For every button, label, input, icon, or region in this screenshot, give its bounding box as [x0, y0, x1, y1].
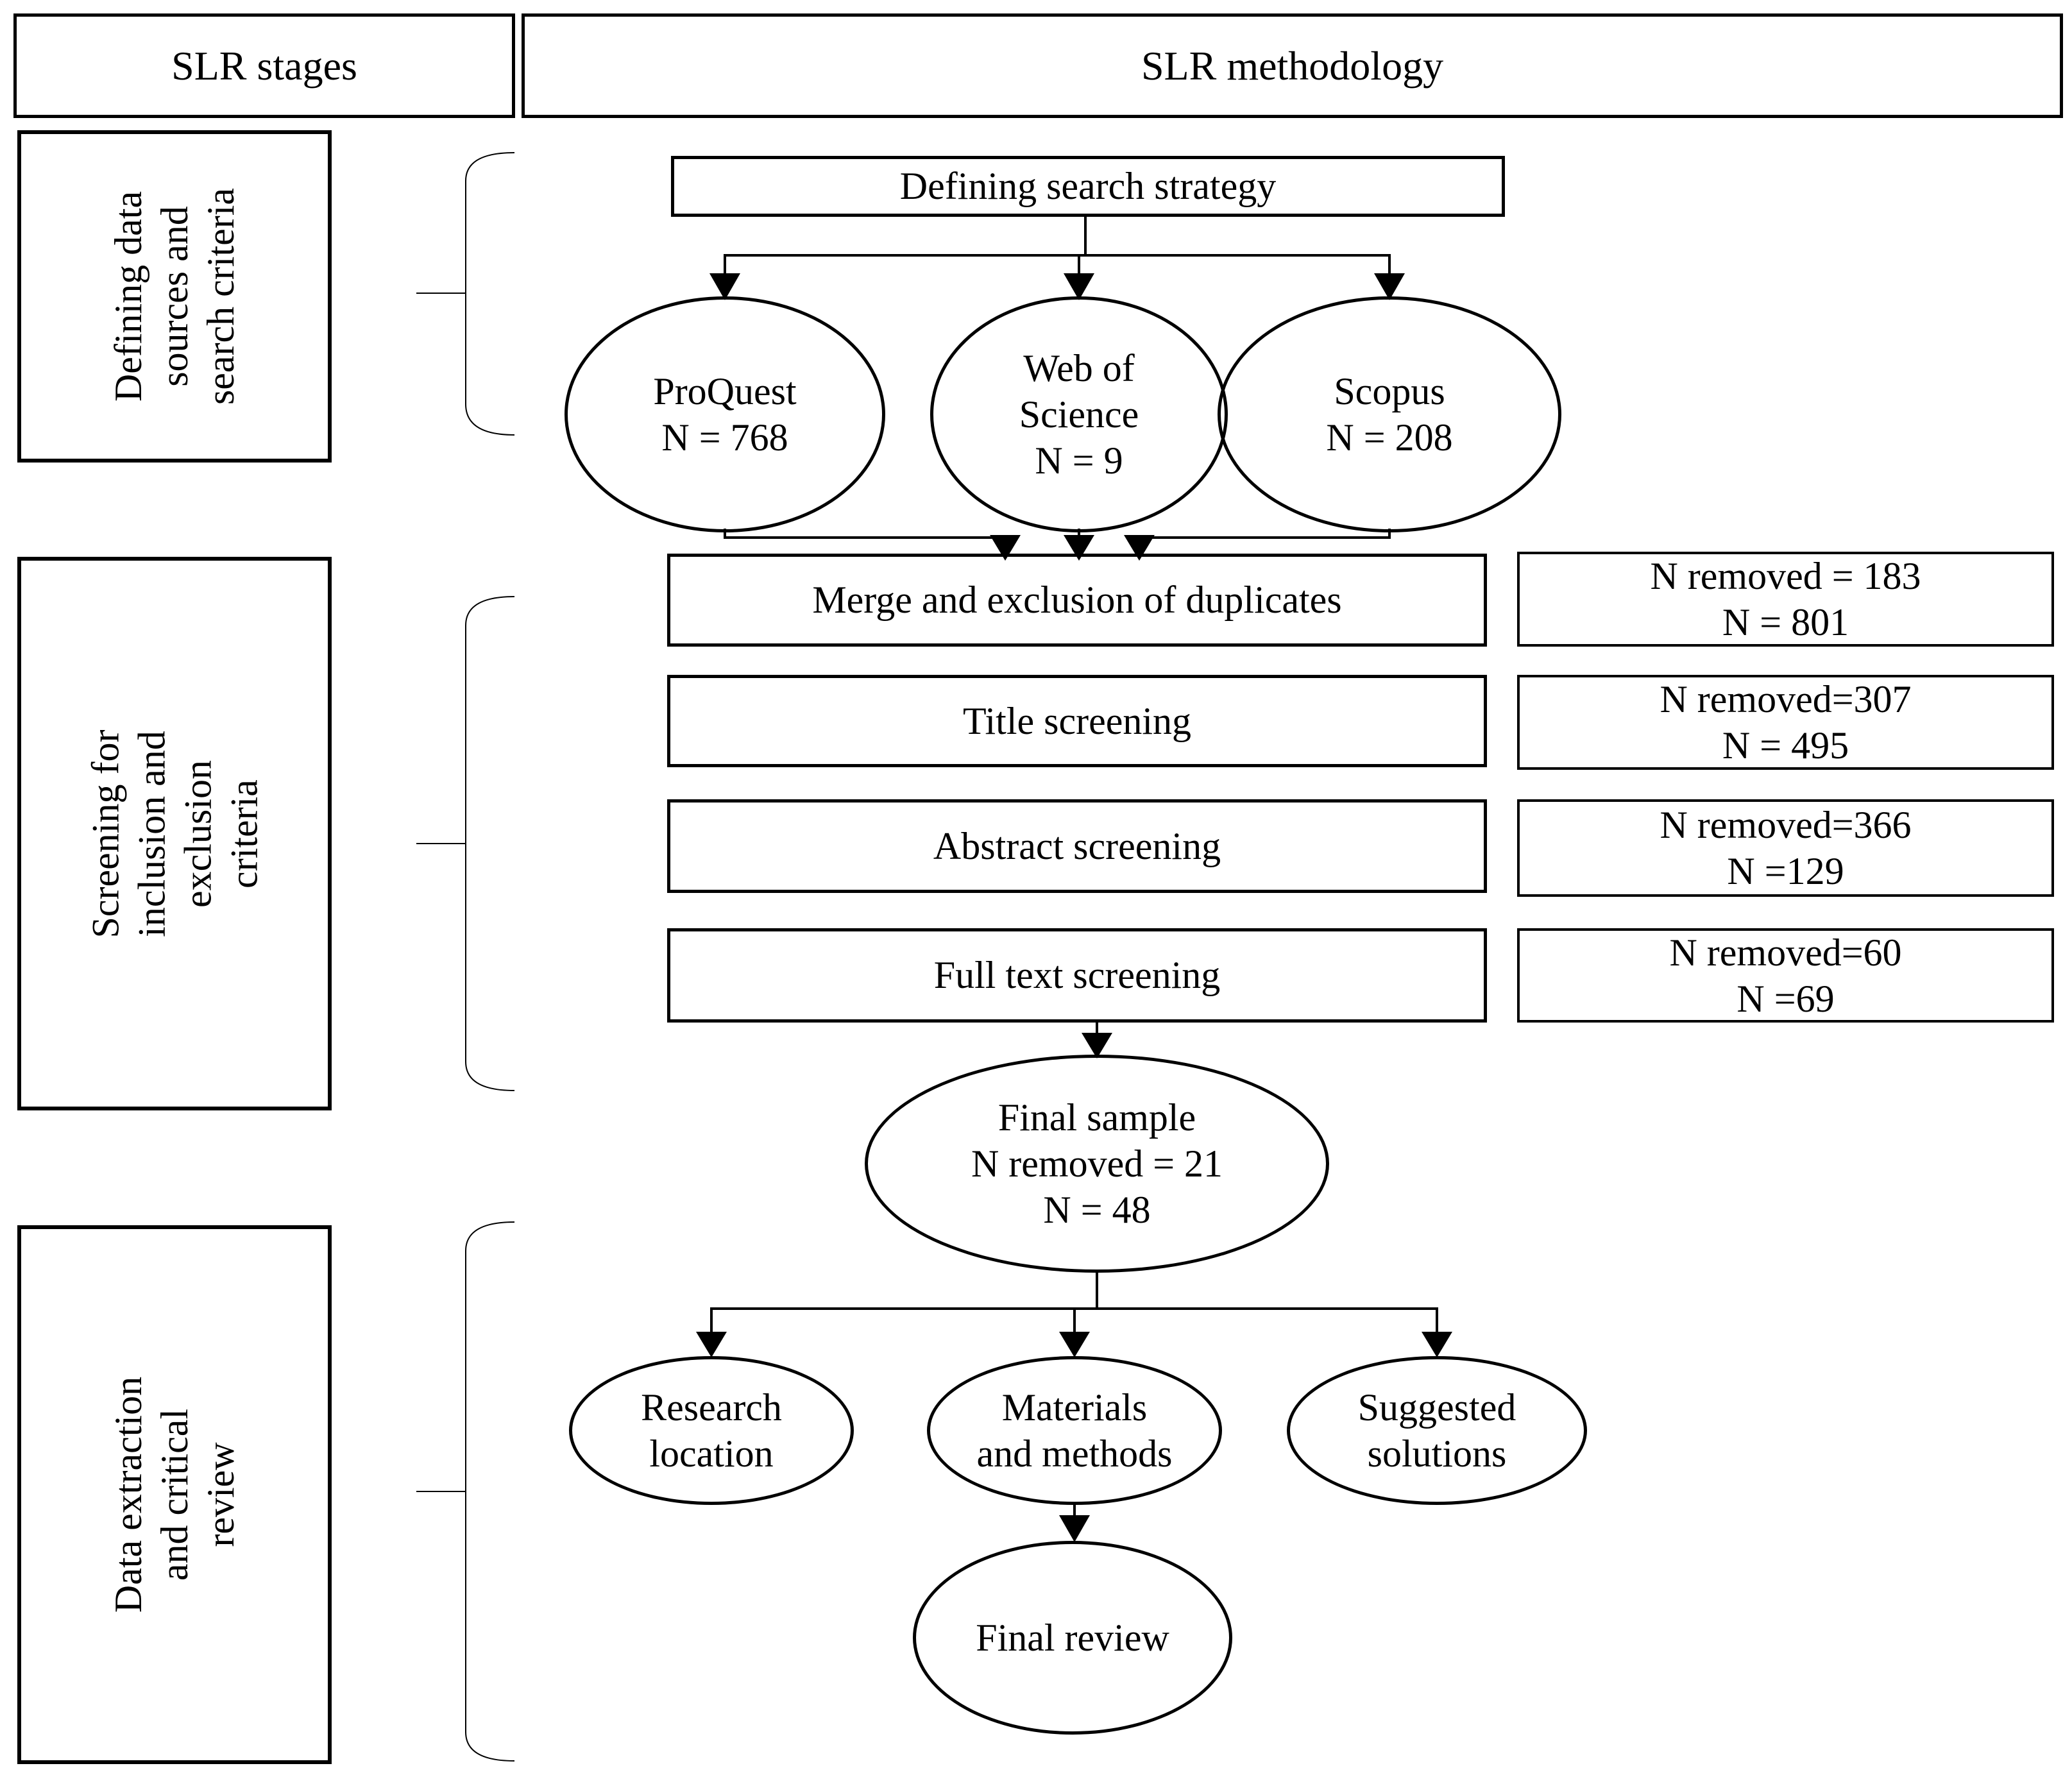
- topic-ellipse-suggested-solutions: Suggested solutions: [1287, 1356, 1587, 1505]
- topic-materials-methods-label: Materials and methods: [976, 1386, 1173, 1475]
- stage-brace-2: [416, 596, 515, 1091]
- stage-box-data-extraction: Data extraction and critical review: [17, 1225, 332, 1764]
- source-scopus-name: Scopus: [1334, 370, 1445, 412]
- step-box-abstract-screening: Abstract screening: [667, 799, 1487, 893]
- defining-search-strategy-box: Defining search strategy: [671, 156, 1505, 217]
- source-ellipse-scopus: Scopus N = 208: [1218, 296, 1561, 532]
- count-abstract-removed: N removed=366: [1660, 804, 1912, 846]
- final-sample-ellipse: Final sample N removed = 21 N = 48: [865, 1055, 1329, 1273]
- source-ellipse-web-of-science: Web of Science N = 9: [930, 296, 1228, 532]
- source-web-of-science-count: N = 9: [1035, 439, 1123, 482]
- topic-ellipse-materials-methods: Materials and methods: [927, 1356, 1222, 1505]
- defining-search-strategy-label: Defining search strategy: [899, 165, 1277, 207]
- arrow-fulltext-to-final-sample: [1082, 1023, 1112, 1058]
- source-scopus-count: N = 208: [1326, 416, 1453, 459]
- source-proquest-name: ProQuest: [653, 370, 797, 412]
- topic-research-location-label: Research location: [641, 1386, 782, 1475]
- header-slr-stages-label: SLR stages: [171, 42, 357, 89]
- arrows-strategy-to-sources: [709, 217, 1405, 300]
- stage-box-screening-criteria: Screening for inclusion and exclusion cr…: [17, 557, 332, 1110]
- stage-label-data-extraction: Data extraction and critical review: [107, 1376, 242, 1613]
- source-web-of-science-name: Web of Science: [1019, 347, 1139, 436]
- header-slr-methodology: SLR methodology: [522, 13, 2063, 118]
- count-merge-remaining: N = 801: [1722, 601, 1849, 643]
- topic-ellipse-research-location: Research location: [569, 1356, 854, 1505]
- step-box-title-screening: Title screening: [667, 675, 1487, 767]
- topic-suggested-solutions-label: Suggested solutions: [1357, 1386, 1516, 1475]
- step-box-full-text-screening: Full text screening: [667, 928, 1487, 1023]
- arrows-final-sample-to-topics: [696, 1271, 1452, 1357]
- step-merge-duplicates-label: Merge and exclusion of duplicates: [812, 579, 1342, 621]
- count-full-text-removed: N removed=60: [1669, 931, 1902, 974]
- header-slr-methodology-label: SLR methodology: [1141, 42, 1444, 89]
- count-full-text-remaining: N =69: [1737, 977, 1835, 1020]
- count-abstract-remaining: N =129: [1727, 850, 1844, 892]
- stage-box-defining-data-sources: Defining data sources and search criteri…: [17, 130, 332, 463]
- final-review-ellipse: Final review: [913, 1541, 1232, 1735]
- source-proquest-count: N = 768: [661, 416, 788, 459]
- count-merge-removed: N removed = 183: [1650, 555, 1921, 597]
- count-box-abstract-screening: N removed=366 N =129: [1517, 799, 2054, 897]
- step-box-merge-duplicates: Merge and exclusion of duplicates: [667, 554, 1487, 647]
- header-slr-stages: SLR stages: [13, 13, 515, 118]
- count-box-merge-duplicates: N removed = 183 N = 801: [1517, 552, 2054, 647]
- stage-brace-3: [416, 1221, 515, 1762]
- stage-label-defining-data-sources: Defining data sources and search criteri…: [107, 187, 242, 405]
- step-abstract-screening-label: Abstract screening: [933, 824, 1221, 867]
- step-full-text-screening-label: Full text screening: [933, 954, 1221, 996]
- final-review-label: Final review: [976, 1617, 1169, 1659]
- stage-brace-1: [416, 152, 515, 436]
- final-sample-label: Final sample N removed = 21 N = 48: [971, 1096, 1223, 1231]
- arrow-materials-to-final-review: [1059, 1504, 1090, 1542]
- source-ellipse-proquest: ProQuest N = 768: [565, 296, 885, 532]
- count-title-remaining: N = 495: [1722, 724, 1849, 767]
- count-box-full-text-screening: N removed=60 N =69: [1517, 928, 2054, 1023]
- step-title-screening-label: Title screening: [962, 699, 1192, 742]
- count-title-removed: N removed=307: [1660, 678, 1912, 720]
- stage-label-screening-criteria: Screening for inclusion and exclusion cr…: [84, 729, 265, 938]
- count-box-title-screening: N removed=307 N = 495: [1517, 675, 2054, 770]
